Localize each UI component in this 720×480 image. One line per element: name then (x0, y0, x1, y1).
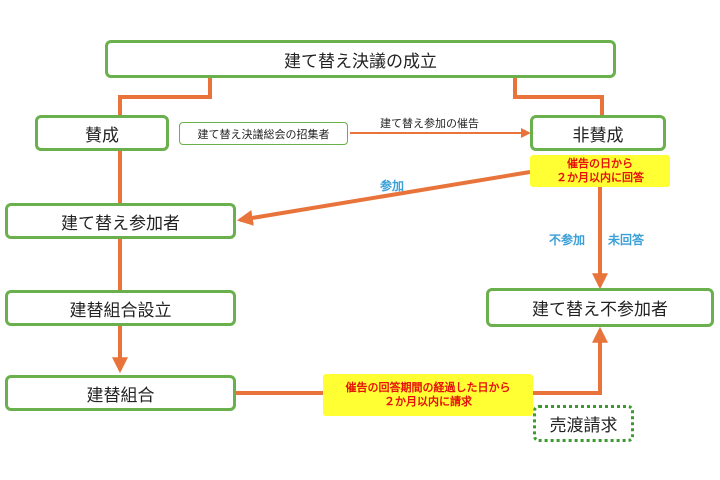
node-hisansei: 非賛成 (530, 115, 666, 151)
note-reply-line1: 催告の日から (567, 157, 633, 170)
convener-box: 建て替え決議総会の招集者 (179, 122, 348, 145)
node-sale-request: 売渡請求 (533, 405, 634, 442)
edge-label-demand: 建て替え参加の催告 (380, 117, 479, 130)
note-reply-deadline: 催告の日から ２か月以内に回答 (530, 155, 670, 187)
note-reply-line2: ２か月以内に回答 (556, 171, 644, 184)
node-resolution: 建て替え決議の成立 (105, 40, 616, 78)
arrow-join (236, 170, 531, 226)
edge-label-join: 参加 (380, 179, 405, 193)
node-association: 建替組合 (5, 375, 236, 411)
node-association-setup: 建替組合設立 (5, 290, 236, 326)
node-sansei: 賛成 (35, 115, 169, 151)
edge-label-no-join: 不参加 (549, 233, 586, 247)
node-participant: 建て替え参加者 (5, 203, 236, 239)
note-request-line1: 催告の回答期間の経過した日から (345, 381, 511, 394)
note-request-deadline: 催告の回答期間の経過した日から ２か月以内に請求 (323, 374, 533, 416)
node-non-participant: 建て替え不参加者 (486, 288, 714, 327)
edge-label-no-answer: 未回答 (608, 233, 645, 247)
note-request-line2: ２か月以内に請求 (384, 395, 472, 408)
connector-top-to-hisansei (513, 78, 604, 115)
connector-top-to-sansei (118, 78, 212, 115)
